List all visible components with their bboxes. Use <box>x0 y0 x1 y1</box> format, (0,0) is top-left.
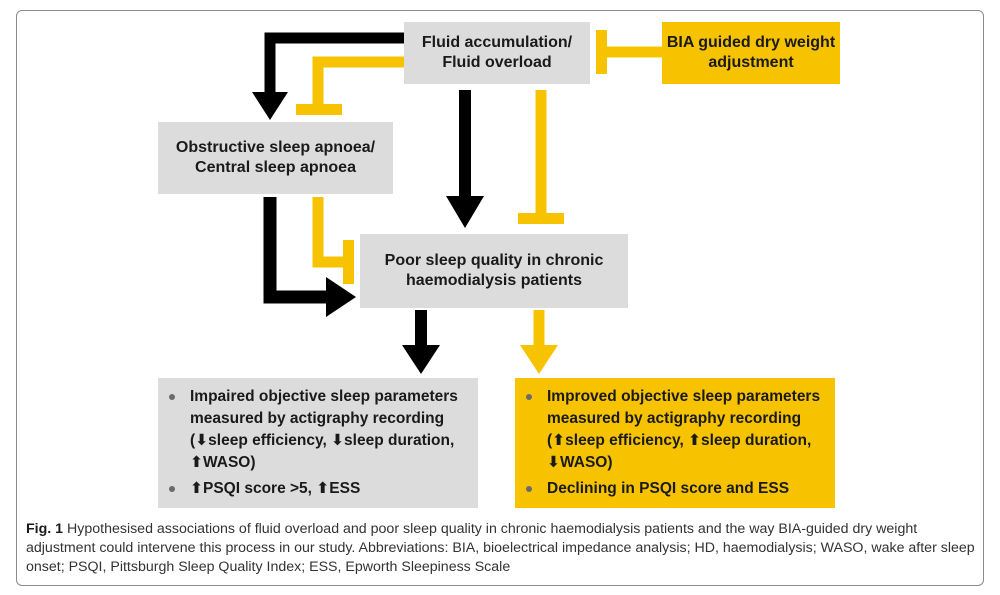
inhibitor-apnoea-to-poor-sleep <box>312 197 346 268</box>
impaired-item-psqi: ⬆PSQI score >5, ⬆ESS <box>169 478 468 500</box>
improved-item1-line3: (⬆sleep efficiency, ⬆sleep duration, <box>547 432 812 449</box>
inhibitor-bar-apnoea-to-poor-sleep <box>343 240 354 284</box>
impaired-item2: ⬆PSQI score >5, ⬆ESS <box>190 480 361 497</box>
figure-frame <box>16 10 984 586</box>
bia-adjustment-box: BIA guided dry weight adjustment <box>662 22 840 84</box>
arrowhead-apnoea-to-poor-sleep <box>326 277 356 317</box>
bia-adjustment-line1: BIA guided dry weight <box>666 34 836 51</box>
inhibitor-bar-fluid-to-poor-sleep <box>518 213 564 224</box>
improved-item1-line4: ⬇WASO) <box>547 454 613 471</box>
figure-caption: Fig. 1 Hypothesised associations of flui… <box>26 520 976 577</box>
bullet-icon <box>526 394 532 400</box>
figure-caption-label: Fig. 1 <box>26 521 64 537</box>
arrowhead-poor-sleep-to-improved <box>520 345 558 374</box>
arrow-apnoea-to-poor-sleep <box>263 197 330 304</box>
impaired-item1-line4: ⬆WASO) <box>190 454 256 471</box>
sleep-apnoea-line1: Obstructive sleep apnoea/ <box>175 139 376 156</box>
improved-item-psqi: Declining in PSQI score and ESS <box>526 478 825 500</box>
improved-item1-line1: Improved objective sleep parameters <box>547 388 821 405</box>
fluid-overload-box: Fluid accumulation/ Fluid overload <box>404 22 590 84</box>
inhibitor-bar-bia-to-fluid <box>596 30 607 74</box>
bullet-icon <box>169 394 175 400</box>
bullet-icon <box>526 486 532 492</box>
sleep-apnoea-line2: Central sleep apnoea <box>195 159 356 176</box>
poor-sleep-quality-line2: haemodialysis patients <box>405 272 583 289</box>
bia-adjustment-line2: adjustment <box>708 54 794 71</box>
inhibitor-bar-fluid-to-apnoea <box>296 104 342 115</box>
arrowhead-fluid-to-poor-sleep <box>446 196 484 228</box>
improved-outcomes-box: Improved objective sleep parameters meas… <box>515 378 835 508</box>
impaired-item-actigraphy: Impaired objective sleep parameters meas… <box>169 386 468 474</box>
arrowhead-poor-sleep-to-impaired <box>402 345 440 374</box>
improved-item1-line2: measured by actigraphy recording <box>547 410 802 427</box>
improved-item-actigraphy: Improved objective sleep parameters meas… <box>526 386 825 474</box>
fluid-overload-line2: Fluid overload <box>442 54 552 71</box>
poor-sleep-quality-box: Poor sleep quality in chronic haemodialy… <box>360 234 628 308</box>
improved-item2: Declining in PSQI score and ESS <box>547 480 790 497</box>
figure-caption-text: Hypothesised associations of fluid overl… <box>26 521 975 575</box>
sleep-apnoea-box: Obstructive sleep apnoea/ Central sleep … <box>158 122 393 194</box>
impaired-item1-line2: measured by actigraphy recording <box>190 410 445 427</box>
inhibitor-fluid-to-apnoea <box>312 56 405 108</box>
poor-sleep-quality-line1: Poor sleep quality in chronic <box>384 252 604 269</box>
fluid-overload-line1: Fluid accumulation/ <box>421 34 573 51</box>
impaired-item1-line1: Impaired objective sleep parameters <box>190 388 458 405</box>
arrowhead-fluid-to-apnoea <box>252 92 288 120</box>
impaired-item1-line3: (⬇sleep efficiency, ⬇sleep duration, <box>190 432 455 449</box>
impaired-outcomes-box: Impaired objective sleep parameters meas… <box>158 378 478 508</box>
arrow-fluid-to-apnoea <box>264 32 405 98</box>
bullet-icon <box>169 486 175 492</box>
